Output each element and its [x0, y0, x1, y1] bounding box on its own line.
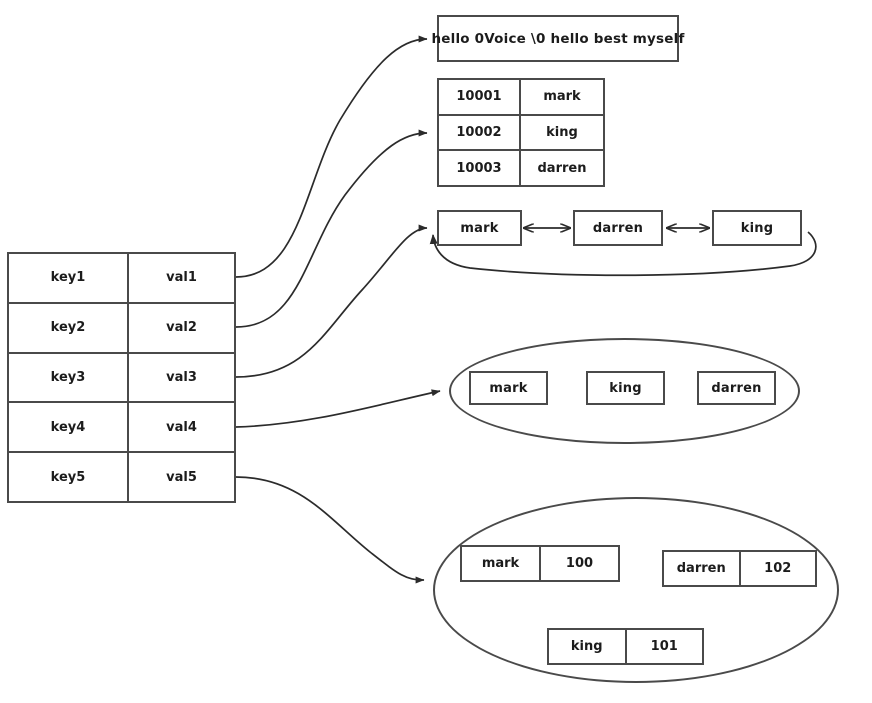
- connector-key5-to-zset: [235, 476, 425, 584]
- hash-field-cell: 10002: [439, 115, 521, 150]
- table-row: 10002 king: [439, 115, 603, 152]
- hash-value-cell: darren: [537, 160, 587, 176]
- zset-member-cell: mark: [462, 547, 541, 580]
- sorted-set-entry: mark 100: [460, 545, 620, 582]
- set-member: mark: [469, 371, 548, 405]
- zset-score-cell: 102: [764, 561, 792, 576]
- table-row: 10003 darren: [439, 151, 603, 186]
- value-cell: val5: [166, 469, 197, 485]
- key-cell: key1: [9, 254, 129, 302]
- sorted-set-entry: darren 102: [662, 550, 817, 587]
- hash-value-cell: king: [546, 125, 578, 140]
- key-cell: key2: [9, 303, 129, 352]
- value-cell: val4: [166, 419, 197, 435]
- sorted-set-boundary-ellipse: [433, 497, 839, 683]
- connector-key2-to-hash: [235, 129, 428, 328]
- value-cell: val2: [166, 320, 197, 336]
- zset-score-cell: 100: [565, 556, 594, 571]
- table-row: 10001 mark: [439, 80, 603, 116]
- key-cell: key5: [9, 453, 129, 501]
- connector-key4-to-set: [235, 389, 441, 428]
- set-member: darren: [697, 371, 776, 405]
- list-node: mark: [437, 210, 522, 246]
- list-node: darren: [573, 210, 663, 246]
- key-cell: key3: [9, 353, 129, 402]
- hash-field-cell: 10003: [439, 151, 521, 186]
- table-row: key5 val5: [9, 453, 234, 501]
- table-row: key3 val3: [9, 353, 234, 404]
- connector-key1-to-string: [235, 35, 428, 278]
- key-value-table: key1 val1 key2 val2 key3 val3 key4 val4 …: [7, 252, 236, 503]
- table-row: key2 val2: [9, 303, 234, 354]
- table-row: key1 val1: [9, 254, 234, 304]
- hash-field-cell: 10001: [439, 80, 521, 114]
- hash-value-cell: mark: [543, 89, 581, 105]
- list-node: king: [712, 210, 802, 246]
- string-structure-box: hello 0Voice \0 hello best myself: [431, 15, 684, 62]
- value-cell: val3: [166, 369, 197, 385]
- set-member: king: [586, 371, 665, 405]
- value-cell: val1: [166, 270, 197, 286]
- sorted-set-entry: king 101: [547, 628, 704, 665]
- hash-structure-table: 10001 mark 10002 king 10003 darren: [437, 78, 605, 187]
- connector-key3-to-list: [235, 224, 428, 378]
- set-boundary-ellipse: [449, 338, 800, 444]
- table-row: key4 val4: [9, 403, 234, 454]
- key-cell: key4: [9, 403, 129, 452]
- zset-member-cell: darren: [664, 552, 741, 585]
- zset-member-cell: king: [549, 630, 627, 663]
- zset-score-cell: 101: [650, 639, 678, 654]
